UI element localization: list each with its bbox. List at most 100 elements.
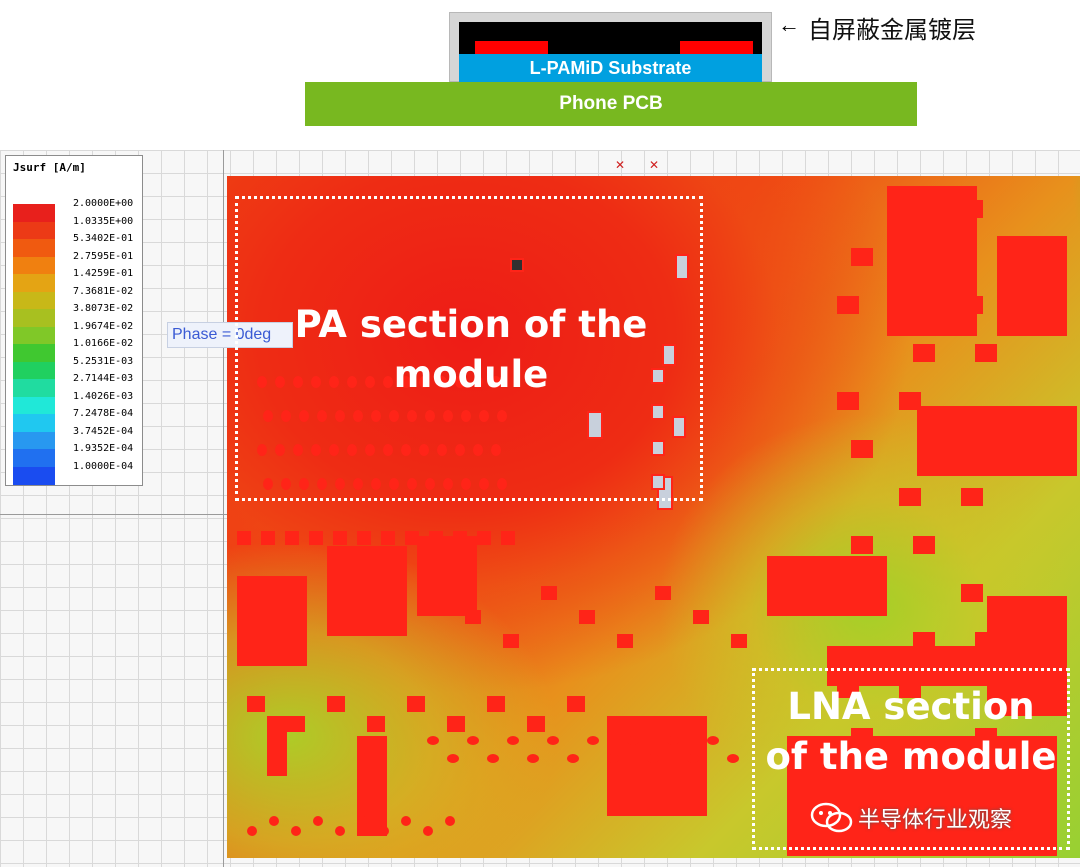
via [447, 754, 459, 763]
pad [827, 646, 1007, 686]
via [547, 736, 559, 745]
via [311, 444, 321, 456]
via [461, 478, 471, 490]
legend-row: 7.3681E-02 [13, 286, 143, 310]
via [353, 410, 363, 422]
lna-section-box [752, 668, 1070, 850]
pad [899, 392, 921, 410]
pad [887, 186, 977, 336]
via [479, 410, 489, 422]
legend-swatch [13, 274, 55, 292]
via [291, 826, 301, 836]
via [257, 444, 267, 456]
via [607, 754, 619, 763]
legend-swatch [13, 204, 55, 222]
legend-value: 3.8073E-02 [73, 303, 134, 314]
via [401, 816, 411, 826]
via [275, 444, 285, 456]
via [347, 376, 357, 388]
via [311, 376, 321, 388]
legend-swatch [13, 431, 55, 450]
legend-value: 1.0335E+00 [73, 215, 134, 227]
via [299, 478, 309, 490]
via [401, 376, 411, 388]
via [687, 754, 699, 763]
marker-x-icon: ✕ [615, 158, 626, 172]
pad [851, 440, 873, 458]
legend-row: 5.2531E-03 [13, 356, 143, 380]
pad [787, 736, 1057, 856]
legend-value: 1.4026E-03 [73, 390, 134, 402]
pad [477, 531, 491, 545]
legend-value: 2.7595E-01 [73, 250, 134, 262]
via [479, 478, 489, 490]
via [263, 410, 273, 422]
pad [327, 696, 345, 712]
pad [453, 531, 467, 545]
pad [427, 586, 443, 600]
via [335, 826, 345, 836]
pad [913, 536, 935, 554]
legend-value: 5.3402E-01 [73, 233, 134, 244]
pad [503, 634, 519, 648]
via [497, 410, 507, 422]
legend-swatch [13, 309, 55, 327]
pad [913, 632, 935, 650]
legend-swatch [13, 379, 55, 397]
component [651, 440, 665, 456]
via [329, 376, 339, 388]
pad [917, 406, 1077, 476]
legend-row: 2.7595E-01 [13, 251, 143, 275]
pad [769, 586, 785, 600]
via [627, 736, 639, 745]
legend-row: 2.7144E-03 [13, 373, 143, 397]
pad [527, 716, 545, 732]
pad [961, 488, 983, 506]
pad [851, 536, 873, 554]
via [419, 376, 429, 388]
via [371, 410, 381, 422]
via [437, 444, 447, 456]
via [407, 478, 417, 490]
legend-row: 3.8073E-02 [13, 303, 143, 327]
legend-row: 1.4259E-01 [13, 268, 143, 292]
pad [975, 344, 997, 362]
via [507, 736, 519, 745]
via [335, 410, 345, 422]
pad [899, 488, 921, 506]
pad [541, 586, 557, 600]
via [383, 444, 393, 456]
pad [693, 610, 709, 624]
pad [237, 576, 307, 666]
via [357, 816, 367, 826]
via [437, 376, 447, 388]
via [455, 376, 465, 388]
component [672, 416, 686, 438]
legend-value: 1.4259E-01 [73, 268, 134, 279]
via [281, 478, 291, 490]
pad [997, 236, 1067, 336]
pad [309, 531, 323, 545]
pad [567, 696, 585, 712]
component [651, 404, 665, 420]
via [443, 478, 453, 490]
via [491, 376, 501, 388]
lna-section-label: LNA section of the module [765, 685, 1057, 778]
legend-swatch [13, 221, 55, 240]
via [263, 478, 273, 490]
via [647, 754, 659, 763]
via [427, 736, 439, 745]
legend-value: 7.2478E-04 [73, 408, 134, 419]
via [353, 478, 363, 490]
via [389, 478, 399, 490]
via [293, 376, 303, 388]
via [365, 376, 375, 388]
legend-row: 1.4026E-03 [13, 391, 143, 415]
via [473, 444, 483, 456]
legend-row: 1.0166E-02 [13, 338, 143, 362]
pad [285, 531, 299, 545]
legend-swatch [13, 466, 55, 485]
pad [327, 546, 407, 636]
legend-value: 1.0166E-02 [73, 338, 134, 349]
pad [655, 586, 671, 600]
